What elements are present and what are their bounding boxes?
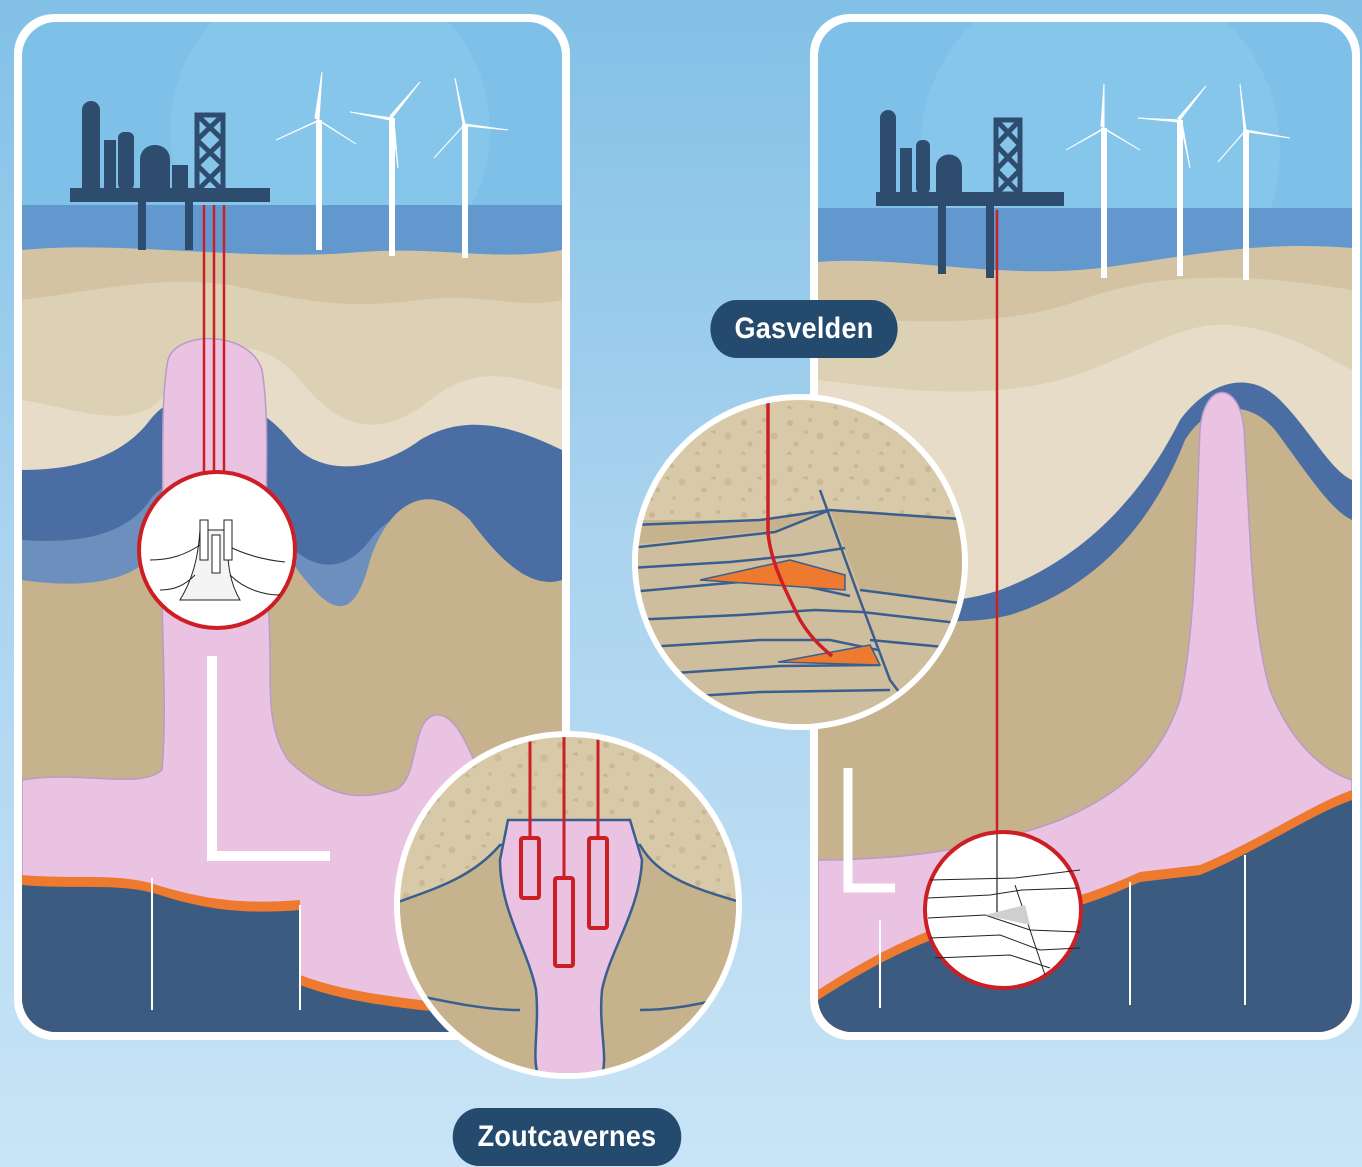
wind-turbine-icon xyxy=(349,81,421,256)
scale-bar xyxy=(207,656,330,861)
wind-turbine-icon xyxy=(433,77,509,258)
drilling-tower-icon xyxy=(194,112,226,194)
wind-turbine-icon xyxy=(1217,83,1291,280)
platform-icon xyxy=(70,101,270,250)
magnifier-circle xyxy=(137,470,297,630)
salt-cavern-detail xyxy=(394,731,742,1079)
wind-turbine-icon xyxy=(275,71,357,250)
gasvelden-label: Gasvelden xyxy=(710,300,898,358)
basement-rock xyxy=(22,885,562,1032)
wind-turbine-icon xyxy=(1065,83,1141,278)
drilling-tower-icon xyxy=(993,117,1023,197)
basement-rock xyxy=(818,800,1352,1032)
platform-icon xyxy=(876,110,1064,278)
gas-field-detail xyxy=(632,394,968,730)
scale-bar xyxy=(843,768,895,893)
wind-turbine-icon xyxy=(1137,85,1207,276)
gas-field-panel xyxy=(810,14,1360,1040)
zoutcavernes-label: Zoutcavernes xyxy=(452,1108,682,1166)
magnifier-circle xyxy=(923,830,1083,990)
